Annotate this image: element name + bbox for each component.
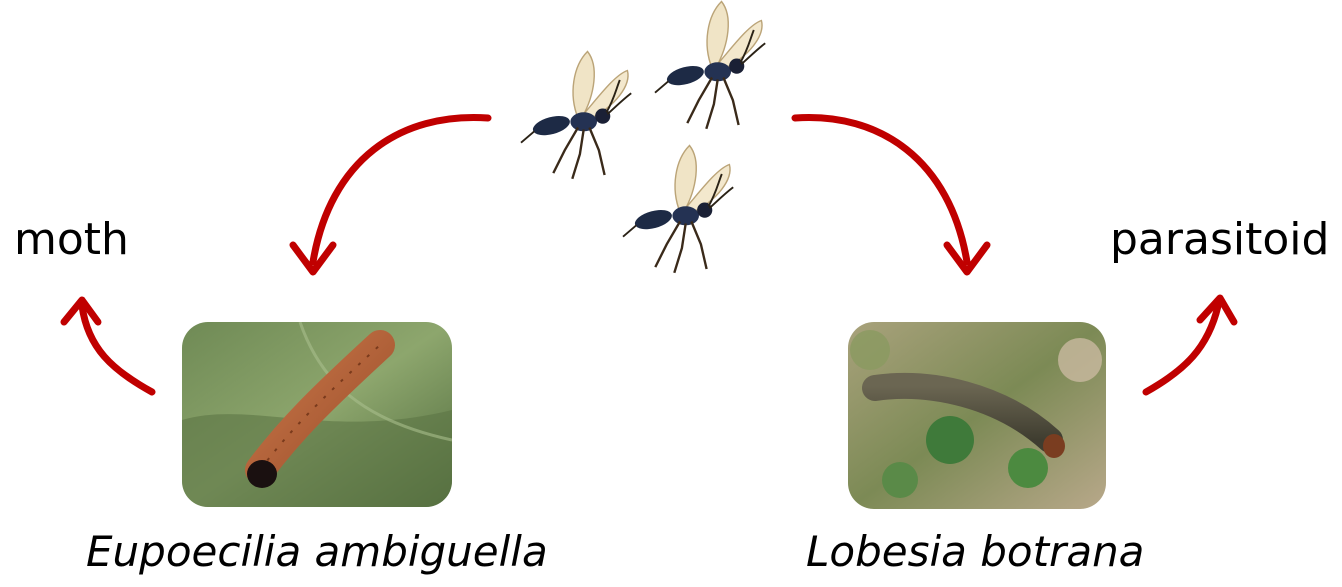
larva-photo-right — [848, 322, 1106, 509]
moth-label: moth — [14, 214, 129, 265]
wasp-icon — [623, 146, 733, 273]
arrow-wasps-to-right-larva — [795, 118, 987, 273]
wasp-icon — [521, 51, 631, 178]
wasp-icon — [655, 1, 765, 128]
larva-photo-left — [182, 322, 452, 507]
arrow-larva-to-moth — [64, 300, 152, 392]
parasitoid-label: parasitoid — [1110, 214, 1329, 265]
species-left-label: Eupoecilia ambiguella — [86, 527, 548, 576]
species-right-label: Lobesia botrana — [806, 527, 1144, 576]
arrow-larva-to-parasitoid — [1146, 298, 1234, 392]
arrow-wasps-to-left-larva — [293, 118, 488, 273]
